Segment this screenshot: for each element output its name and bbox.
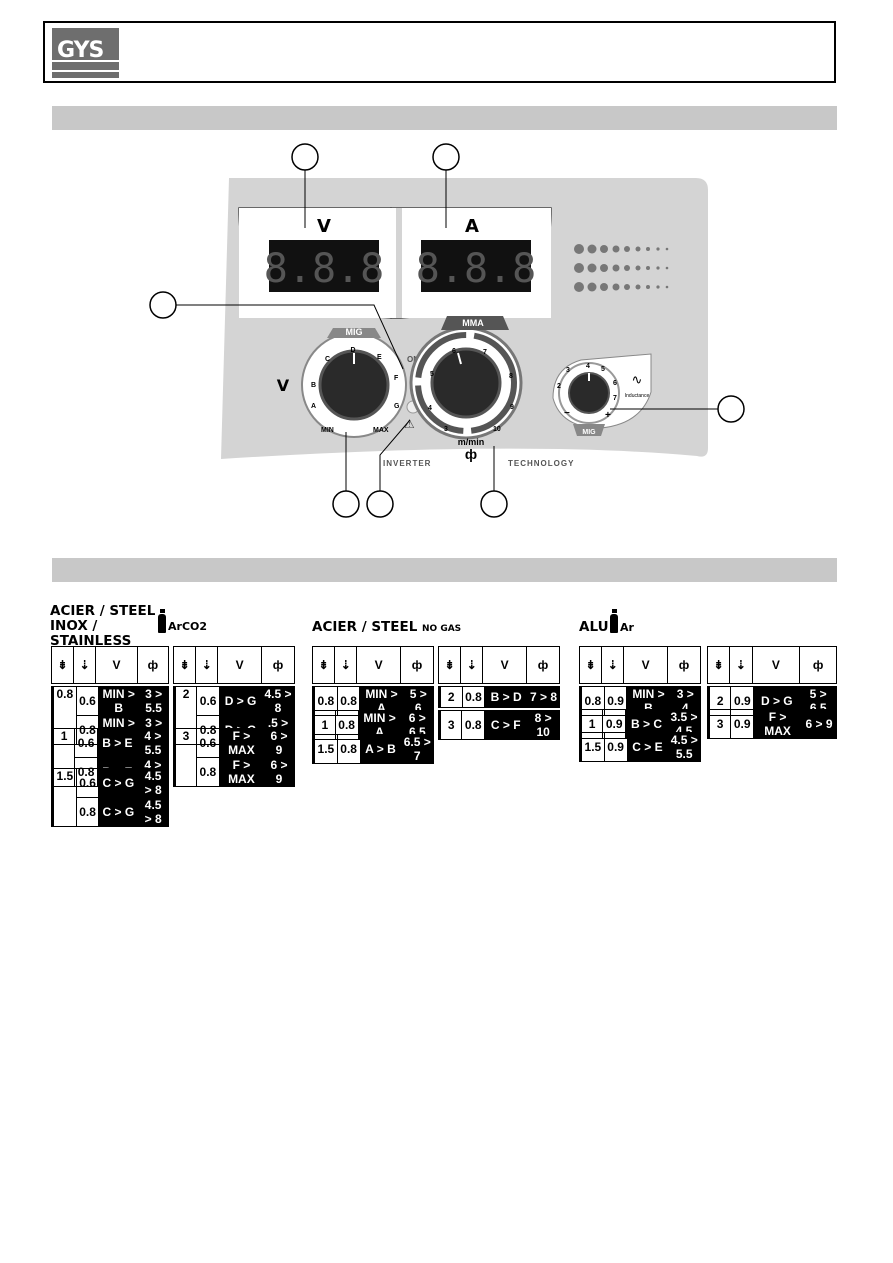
svg-text:8: 8 (509, 373, 513, 380)
header-frame (43, 21, 836, 83)
svg-text:E: E (377, 354, 382, 361)
svg-text:2: 2 (557, 383, 561, 390)
technology-text: TECHNOLOGY (508, 459, 574, 468)
display-v-value: 8.8.8 (264, 246, 384, 292)
wire-speed-knob[interactable]: MMA 3 4 5 6 7 8 9 10 m/min ф (409, 316, 523, 462)
callouts (149, 143, 745, 518)
svg-text:5: 5 (430, 371, 434, 378)
svg-text:3: 3 (566, 367, 570, 374)
svg-text:4: 4 (428, 405, 432, 412)
svg-text:MIN: MIN (321, 427, 334, 434)
svg-text:D: D (350, 347, 355, 354)
section-band-settings (52, 558, 837, 582)
svg-text:3: 3 (444, 426, 448, 433)
inductance-icon: ∿ (632, 372, 643, 387)
voltage-knob[interactable]: MIG D C B A E F G MIN MAX (301, 327, 407, 438)
group1-title: ACIER / STEEL INOX / STAINLESS (50, 603, 156, 649)
svg-text:C: C (325, 356, 330, 363)
on-label: ON (407, 355, 419, 364)
callout-7 (480, 490, 508, 518)
inductance-plus: + (605, 410, 611, 421)
svg-text:6: 6 (452, 348, 456, 355)
callout-6 (366, 490, 394, 518)
svg-text:B: B (311, 382, 316, 389)
callout-3 (149, 291, 177, 319)
inductance-label: Inductance (625, 393, 650, 399)
inverter-text: INVERTER (383, 459, 431, 468)
section-band-panel (52, 106, 837, 130)
svg-text:5: 5 (601, 366, 605, 373)
speed-unit: m/min (458, 437, 485, 447)
svg-text:10: 10 (493, 426, 501, 433)
svg-text:6: 6 (613, 380, 617, 387)
svg-text:7: 7 (483, 349, 487, 356)
speaker-grille (574, 244, 669, 292)
gys-logo: GYS (52, 28, 119, 78)
callout-1 (291, 143, 319, 171)
control-panel: V A 8.8.8 8.8.8 MIG D C B A E F G MIN MA… (221, 178, 708, 468)
inductance-minus: − (564, 408, 570, 419)
group3-title: ALU (579, 619, 609, 635)
group1-gas: ArCO2 (168, 620, 208, 633)
display-a-label: A (465, 216, 479, 237)
group2-title: ACIER / STEEL NO GAS (312, 619, 462, 635)
svg-text:7: 7 (613, 395, 617, 402)
callout-5 (332, 490, 360, 518)
inductance-badge: MIG (582, 429, 596, 436)
voltage-knob-badge: MIG (346, 327, 363, 337)
display-a-value: 8.8.8 (416, 246, 536, 292)
svg-text:9: 9 (510, 404, 514, 411)
svg-text:G: G (394, 403, 400, 410)
group3-gas: Ar (620, 621, 634, 634)
svg-text:A: A (311, 403, 316, 410)
gas-bottle-icon (610, 609, 618, 633)
svg-text:MAX: MAX (373, 427, 389, 434)
warning-icon: ⚠ (404, 417, 415, 431)
callout-4 (717, 395, 745, 423)
voltage-knob-label: V (277, 376, 290, 395)
svg-text:4: 4 (586, 363, 590, 370)
wire-speed-icon: ф (465, 446, 477, 462)
mma-badge: MMA (462, 318, 484, 328)
svg-text:F: F (394, 375, 399, 382)
gas-bottle-icon (158, 609, 166, 633)
display-v-label: V (317, 216, 331, 237)
callout-2 (432, 143, 460, 171)
